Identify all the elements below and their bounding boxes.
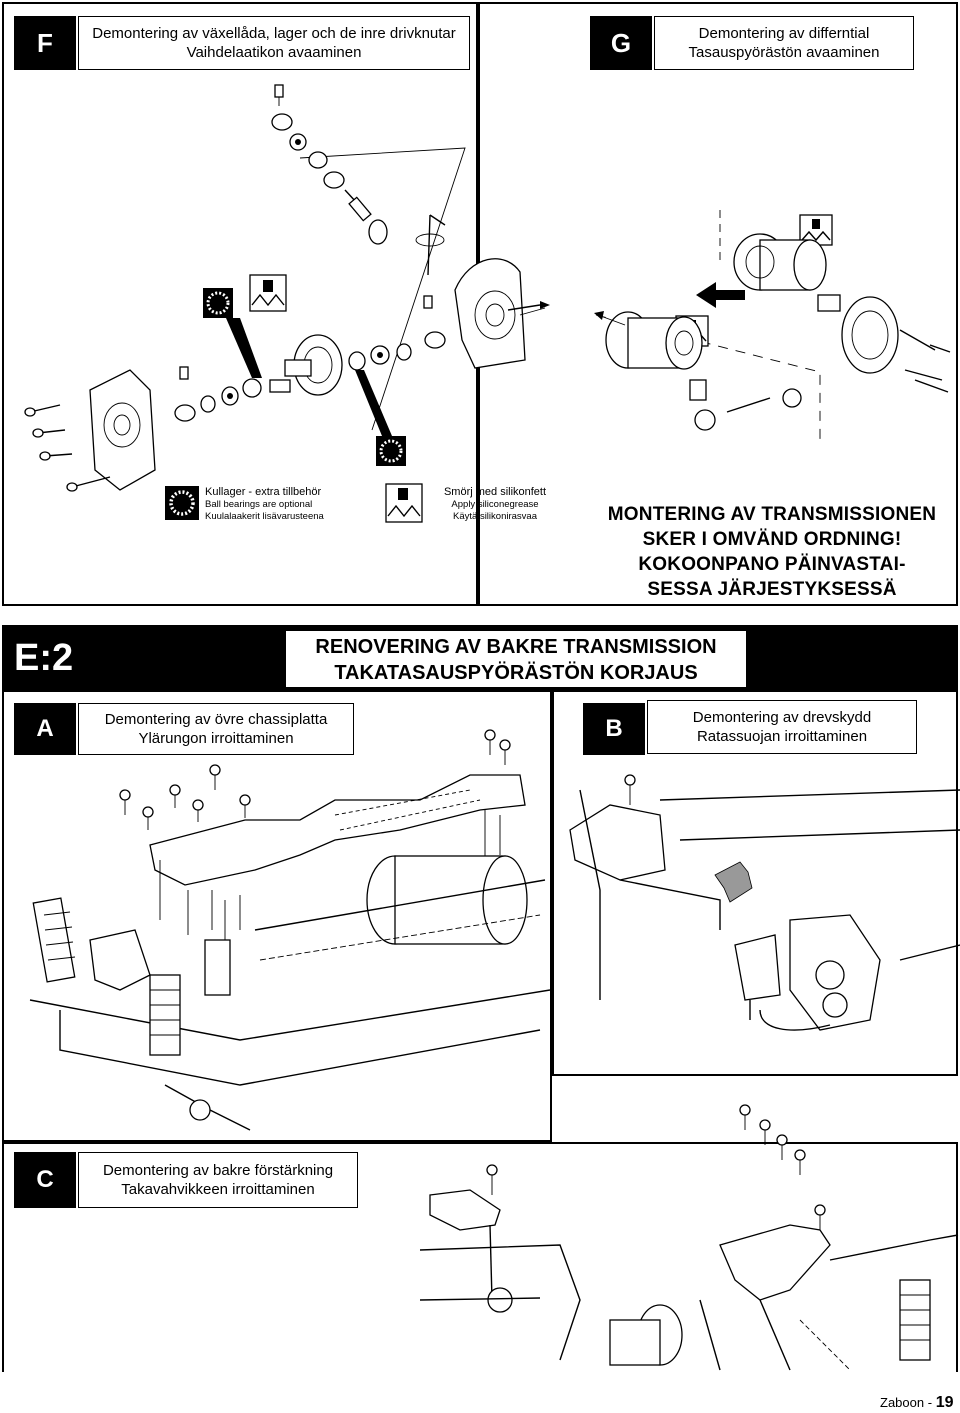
- section-b-title-line1: Demontering av drevskydd: [692, 709, 872, 726]
- section-g-title-line1: Demontering av differntial: [698, 25, 870, 42]
- section-c-title: Demontering av bakre förstärkning Takava…: [78, 1152, 358, 1208]
- transmission-exploded-illustration: [24, 84, 951, 492]
- section-b-tag: B: [583, 703, 645, 755]
- section-a-title-line2: Ylärungon irroittaminen: [138, 730, 294, 747]
- legend-grease-line1: Smörj med silikonfett: [443, 486, 547, 498]
- section-g-tag: G: [590, 16, 652, 70]
- section-f-title: Demontering av växellåda, lager och de i…: [78, 16, 470, 70]
- section-f-title-line1: Demontering av växellåda, lager och de i…: [92, 25, 456, 42]
- legend-grease-line2: Apply siliconegrease: [451, 499, 539, 510]
- assembly-note-line2: SKER I OMVÄND ORDNING!: [642, 529, 902, 550]
- section-c-title-line1: Demontering av bakre förstärkning: [102, 1162, 334, 1179]
- section-header-tag: E:2: [14, 637, 74, 679]
- assembly-note: MONTERING AV TRANSMISSIONEN SKER I OMVÄN…: [588, 502, 956, 602]
- section-g-title-line2: Tasauspyörästön avaaminen: [688, 44, 880, 61]
- legend-grease-line3: Käytä silikonirasvaa: [453, 511, 537, 522]
- page-footer: Zaboon - 19: [880, 1394, 953, 1412]
- legend-bearings-line1: Kullager - extra tillbehör: [205, 486, 322, 498]
- section-c-title-line2: Takavahvikkeen irroittaminen: [121, 1181, 315, 1198]
- section-a-tag: A: [14, 703, 76, 755]
- section-b-title-line2: Ratassuojan irroittaminen: [696, 728, 868, 745]
- footer-brand: Zaboon: [880, 1395, 925, 1410]
- section-header-title: RENOVERING AV BAKRE TRANSMISSION TAKATAS…: [286, 631, 746, 687]
- section-c-tag: C: [14, 1152, 76, 1208]
- section-f-tag: F: [14, 16, 76, 70]
- section-header-line2: TAKATASAUSPYÖRÄSTÖN KORJAUS: [334, 662, 698, 684]
- section-header-line1: RENOVERING AV BAKRE TRANSMISSION: [315, 636, 717, 658]
- footer-page-number: 19: [935, 1394, 954, 1411]
- footer-separator: -: [927, 1395, 933, 1410]
- assembly-note-line4: SESSA JÄRJESTYKSESSÄ: [647, 579, 897, 600]
- section-f-title-line2: Vaihdelaatikon avaaminen: [186, 44, 362, 61]
- legend-grease: Smörj med silikonfett Apply siliconegrea…: [425, 486, 565, 523]
- assembly-note-line3: KOKOONPANO PÄINVASTAI-: [638, 554, 906, 575]
- section-g-title: Demontering av differntial Tasauspyöräst…: [654, 16, 914, 70]
- section-a-title: Demontering av övre chassiplatta Ylärung…: [78, 703, 354, 755]
- legend-bearings-line3: Kuulalaakerit lisävarusteena: [205, 511, 324, 522]
- legend-bearings-line2: Ball bearings are optional: [205, 499, 313, 510]
- legend-icons: [165, 483, 423, 523]
- section-a-title-line1: Demontering av övre chassiplatta: [104, 711, 328, 728]
- legend-bearings: Kullager - extra tillbehör Ball bearings…: [205, 486, 375, 523]
- assembly-note-line1: MONTERING AV TRANSMISSIONEN: [607, 504, 937, 525]
- section-b-title: Demontering av drevskydd Ratassuojan irr…: [647, 700, 917, 754]
